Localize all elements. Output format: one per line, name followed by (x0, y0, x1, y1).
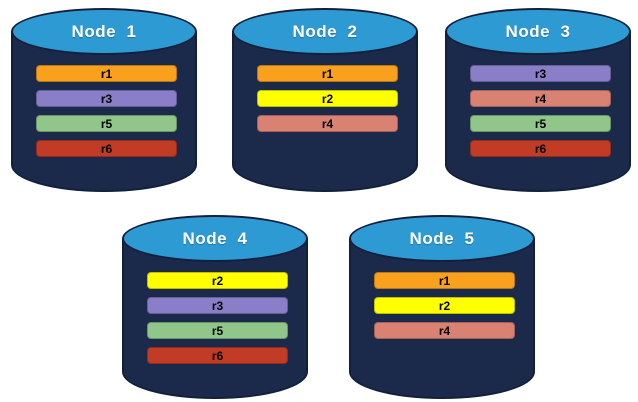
replica-bar-r2: r2 (147, 272, 288, 289)
cylinder-top: Node 5 (349, 215, 535, 262)
replica-list: r2 r3 r5 r6 (147, 272, 288, 364)
replica-bar-r2: r2 (257, 90, 398, 107)
replica-bar-r3: r3 (36, 90, 177, 107)
cylinder-body (232, 31, 418, 192)
cylinder-body (11, 31, 197, 192)
replica-bar-r5: r5 (147, 322, 288, 339)
replica-bar-r3: r3 (147, 297, 288, 314)
cylinder-body (349, 238, 535, 399)
replica-bar-r5: r5 (36, 115, 177, 132)
node-cylinder-1: Node 1 r1 r3 r5 r6 (11, 8, 197, 192)
replica-bar-r4: r4 (257, 115, 398, 132)
cylinder-body (122, 238, 308, 399)
replica-list: r1 r2 r4 (374, 272, 515, 339)
replica-list: r3 r4 r5 r6 (470, 65, 611, 157)
cylinder-top: Node 4 (122, 215, 308, 262)
node-title: Node 2 (292, 21, 358, 41)
replica-bar-r1: r1 (374, 272, 515, 289)
replica-list: r1 r2 r4 (257, 65, 398, 132)
replica-bar-r4: r4 (470, 90, 611, 107)
node-title: Node 1 (71, 21, 137, 41)
replica-bar-r5: r5 (470, 115, 611, 132)
replica-bar-r6: r6 (470, 140, 611, 157)
replica-bar-r4: r4 (374, 322, 515, 339)
cylinder-top: Node 3 (445, 8, 631, 55)
replica-bar-r1: r1 (36, 65, 177, 82)
cylinder-body (445, 31, 631, 192)
node-cylinder-4: Node 4 r2 r3 r5 r6 (122, 215, 308, 399)
replica-bar-r3: r3 (470, 65, 611, 82)
node-cylinder-3: Node 3 r3 r4 r5 r6 (445, 8, 631, 192)
replica-bar-r1: r1 (257, 65, 398, 82)
replica-bar-r6: r6 (147, 347, 288, 364)
cylinder-top: Node 2 (232, 8, 418, 55)
replica-bar-r2: r2 (374, 297, 515, 314)
node-cylinder-2: Node 2 r1 r2 r4 (232, 8, 418, 192)
cylinder-top: Node 1 (11, 8, 197, 55)
replica-list: r1 r3 r5 r6 (36, 65, 177, 157)
node-title: Node 5 (409, 228, 475, 248)
replica-bar-r6: r6 (36, 140, 177, 157)
node-title: Node 3 (505, 21, 571, 41)
node-cylinder-5: Node 5 r1 r2 r4 (349, 215, 535, 399)
node-title: Node 4 (182, 228, 248, 248)
